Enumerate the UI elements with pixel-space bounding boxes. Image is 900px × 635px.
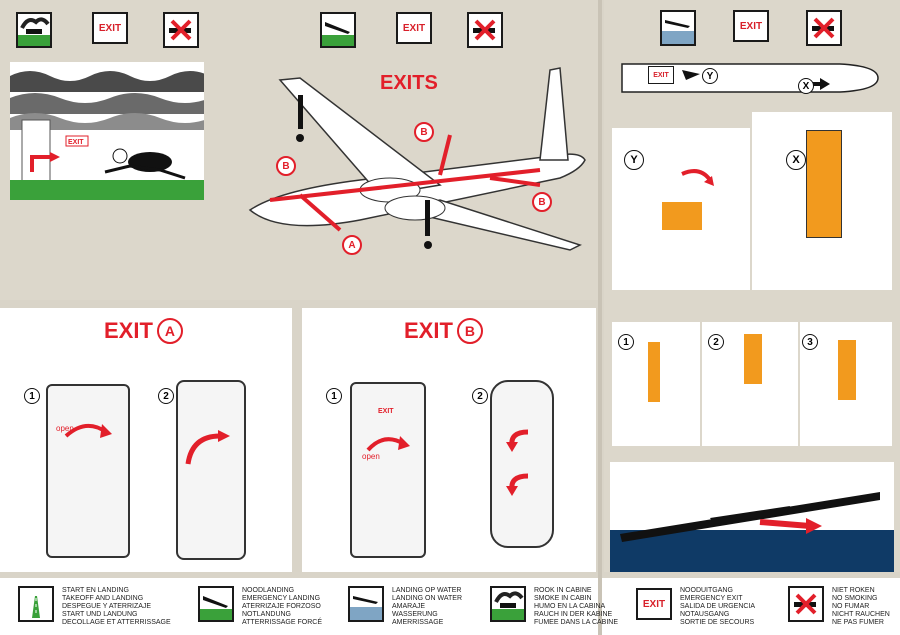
exit-label-b-top: B [414, 122, 434, 142]
panel-exits-overview [210, 0, 600, 300]
fold-line [598, 0, 602, 635]
exit-sign: EXIT [396, 12, 432, 44]
water [610, 530, 894, 572]
exit-b-title-text: EXIT [404, 318, 453, 343]
exit-b-open-label: open [362, 452, 380, 461]
smoke-in-cabin-icon [490, 586, 526, 622]
exit-label-b-right: B [532, 192, 552, 212]
emergency-landing-icon [320, 12, 356, 48]
exit-a-title-text: EXIT [104, 318, 153, 343]
legend-bar [0, 578, 900, 635]
window-step-3-num: 3 [802, 334, 818, 350]
panel-exit-a [0, 308, 292, 572]
window-hatch-1 [648, 342, 660, 402]
exit-a-step-2: 2 [158, 388, 174, 404]
window-hatch-3 [838, 340, 856, 400]
cabin-plan: EXIT Y X [620, 58, 882, 98]
window-hatch-2 [744, 334, 762, 384]
exit-a-open-label: open [56, 424, 74, 433]
exit-b-door-closed [350, 382, 426, 558]
window-step-1-num: 1 [618, 334, 634, 350]
exit-label-a: A [342, 235, 362, 255]
door-y-hatch [662, 202, 702, 230]
aircraft-diagram [248, 67, 586, 251]
exit-a-door-closed [46, 384, 130, 558]
exit-a-open-arrow [64, 424, 112, 438]
runway-icon [18, 586, 54, 622]
landing-on-water-icon [348, 586, 384, 622]
no-smoking-icon [163, 12, 199, 48]
exit-a-letter: A [156, 318, 183, 344]
exit-a-step-1: 1 [24, 388, 40, 404]
exit-b-step-1: 1 [326, 388, 342, 404]
exit-sign: EXIT [636, 588, 672, 620]
exit-a-swing-arrow [185, 430, 230, 465]
exit-label-b-left: B [276, 156, 296, 176]
no-smoking-icon [806, 10, 842, 46]
cabin-door-x: X [798, 78, 814, 94]
door-y-label: Y [624, 150, 644, 170]
ditching-illustration [610, 462, 894, 572]
emergency-landing-icon [198, 586, 234, 622]
exits-title: EXITS [380, 72, 438, 94]
exit-b-door-open [490, 380, 554, 548]
exit-b-push-arrows [506, 429, 529, 496]
exit-b-step-2: 2 [472, 388, 488, 404]
door-x-label: X [786, 150, 806, 170]
exit-a-title: EXIT A [104, 318, 183, 344]
no-smoking-icon [788, 586, 824, 622]
exit-b-title: EXIT B [404, 318, 483, 344]
cabin-door-y: Y [702, 68, 718, 84]
exit-sign: EXIT [733, 10, 769, 42]
landing-on-water-icon [660, 10, 696, 46]
door-x-hatch [806, 130, 842, 238]
exit-b-open-arrow [366, 436, 410, 452]
door-y-arrow [681, 169, 714, 186]
exit-b-letter: B [456, 318, 483, 344]
smoke-illustration: EXIT [10, 62, 204, 200]
exit-sign: EXIT [92, 12, 128, 44]
cabin-exit-sign: EXIT [648, 66, 674, 84]
window-step-2-num: 2 [708, 334, 724, 350]
exit-b-door-exit-sign: EXIT [378, 408, 394, 415]
exit-a-door-open [176, 380, 246, 560]
svg-text:EXIT: EXIT [68, 139, 84, 146]
no-smoking-icon [467, 12, 503, 48]
smoke-in-cabin-icon [16, 12, 52, 48]
